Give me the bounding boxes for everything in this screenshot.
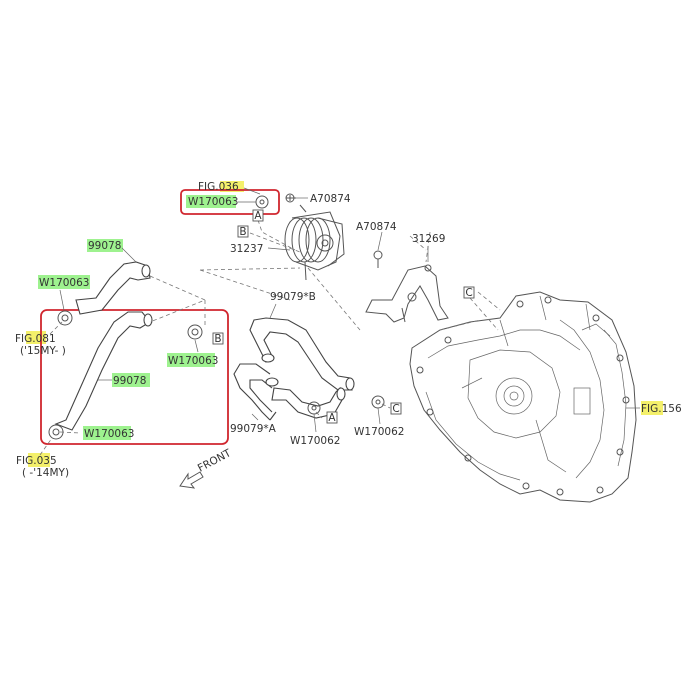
label-w170062-c: W170062 (354, 426, 404, 438)
label-fig156: FIG.156 (641, 403, 682, 415)
label-fig081: FIG.081 (15, 333, 56, 345)
front-direction-arrow: FRONT (179, 447, 234, 489)
clamp-w-top (255, 195, 269, 209)
bracket-31269 (365, 264, 449, 323)
dash-actuator-to-99079 (199, 267, 361, 331)
hose-99079a (233, 363, 346, 421)
highlight-w-mid (167, 353, 215, 367)
clamp-w170062-c (371, 395, 385, 409)
leader-31237 (267, 247, 291, 251)
label-w170063-top: W170063 (188, 196, 238, 208)
transmission-housing (409, 291, 637, 503)
actuator-31237 (284, 204, 345, 281)
bolt-a70874-top (285, 193, 296, 203)
ref-box-b-top: B (237, 225, 249, 238)
dash-fig081 (49, 321, 63, 335)
label-fig036: FIG.036 (198, 181, 239, 193)
dash-c-bottom (381, 403, 391, 409)
label-w170063-mid: W170063 (168, 355, 218, 367)
dash-bottom-hose (59, 431, 81, 434)
leader-a70874-mid (377, 231, 383, 251)
dash-b-ref (249, 232, 301, 253)
leader-w-left (59, 289, 65, 311)
leader-w170062-c (377, 407, 381, 425)
label-99079a: 99079*A (230, 423, 277, 435)
hose-99078-top (75, 261, 151, 315)
leader-w170062-a (313, 413, 317, 433)
callout-hose-assembly (40, 309, 229, 445)
svg-text:FRONT: FRONT (196, 447, 234, 475)
label-31237: 31237 (230, 243, 263, 255)
svg-text:A: A (328, 412, 336, 424)
ref-box-a-top: A (252, 209, 264, 222)
ref-box-c-right: C (390, 402, 402, 415)
leader-w-mid (194, 339, 199, 353)
label-31269: 31269 (412, 233, 445, 245)
label-w170063-left: W170063 (39, 277, 89, 289)
highlight-99078-top (87, 239, 123, 252)
label-99078-mid: 99078 (113, 375, 146, 387)
ref-box-a-bottom: A (326, 411, 338, 424)
label-w170062-a: W170062 (290, 435, 340, 447)
label-99078-top: 99078 (88, 240, 121, 252)
label-a70874-mid: A70874 (356, 221, 397, 233)
dash-a-ref (257, 219, 296, 251)
svg-text:C: C (465, 287, 472, 299)
ref-box-c-top: C (463, 286, 475, 299)
highlight-w-bottom (83, 426, 131, 440)
label-fig081-note: ('15MY- ) (20, 345, 66, 357)
label-fig035: FIG.035 (16, 455, 57, 467)
leader-99079a (251, 413, 259, 421)
dash-top-hose (149, 275, 207, 323)
clamp-w-left (57, 310, 73, 326)
hose-99078-mid (54, 311, 153, 431)
highlight-w-top (186, 195, 236, 208)
highlight-fig156 (641, 401, 663, 415)
bolt-a70874-mid (373, 250, 383, 268)
leader-99079b (269, 303, 277, 319)
label-a70874-top: A70874 (310, 193, 351, 205)
highlight-fig035 (28, 453, 50, 467)
highlight-fig036 (220, 181, 244, 192)
leader-99078-top (121, 247, 137, 263)
ref-box-b-mid: B (212, 332, 224, 345)
hose-99079b (249, 317, 355, 391)
highlight-w-left (38, 275, 90, 289)
svg-text:A: A (254, 210, 262, 222)
dash-a-bottom (315, 411, 323, 419)
label-fig035-note: ( -'14MY) (22, 467, 69, 479)
callout-top-clamp (180, 189, 280, 215)
clamp-w-mid (187, 324, 203, 340)
highlight-99078-mid (112, 373, 150, 387)
svg-text:B: B (239, 226, 246, 238)
svg-text:C: C (392, 403, 399, 415)
leader-fig036 (243, 187, 261, 195)
label-w170063-bottom: W170063 (84, 428, 134, 440)
svg-text:B: B (214, 333, 221, 345)
label-99079b: 99079*B (270, 291, 316, 303)
dash-fig035 (39, 437, 53, 456)
dash-c-to-housing (439, 291, 501, 331)
